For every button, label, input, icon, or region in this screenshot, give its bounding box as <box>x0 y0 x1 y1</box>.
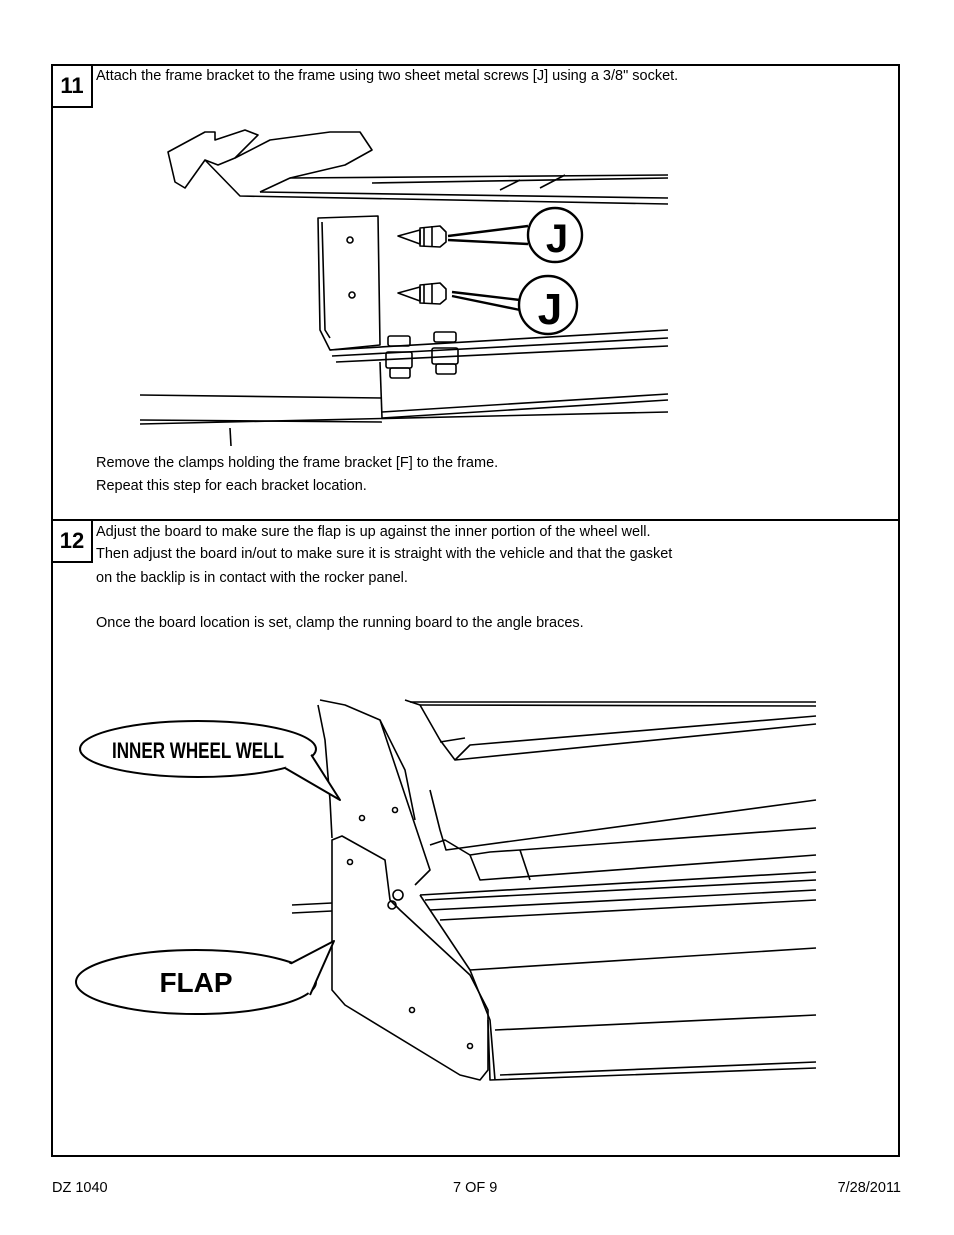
step-note-2: Repeat this step for each bracket locati… <box>96 478 367 494</box>
step-number: 12 <box>51 519 93 563</box>
callout-inner-wheel-well: INNER WHEEL WELL <box>112 738 284 763</box>
step-instruction: Attach the frame bracket to the frame us… <box>96 68 679 84</box>
step-line-1: Adjust the board to make sure the flap i… <box>96 524 651 540</box>
step-line-3: on the backlip is in contact with the ro… <box>96 570 408 586</box>
footer-page-number: 7 OF 9 <box>453 1180 498 1196</box>
callout-j-top: J <box>546 217 568 261</box>
step-line-2: Then adjust the board in/out to make sur… <box>96 546 673 562</box>
callout-flap: FLAP <box>159 967 232 998</box>
footer-date: 7/28/2011 <box>837 1180 901 1196</box>
step-number: 11 <box>51 64 93 108</box>
step-note-1: Remove the clamps holding the frame brac… <box>96 455 499 471</box>
footer-doc-id: DZ 1040 <box>52 1180 108 1196</box>
callout-j-bottom: J <box>538 285 562 334</box>
step-line-4: Once the board location is set, clamp th… <box>96 615 584 631</box>
step-12-panel: 12 Adjust the board to make sure the fla… <box>51 519 900 1157</box>
